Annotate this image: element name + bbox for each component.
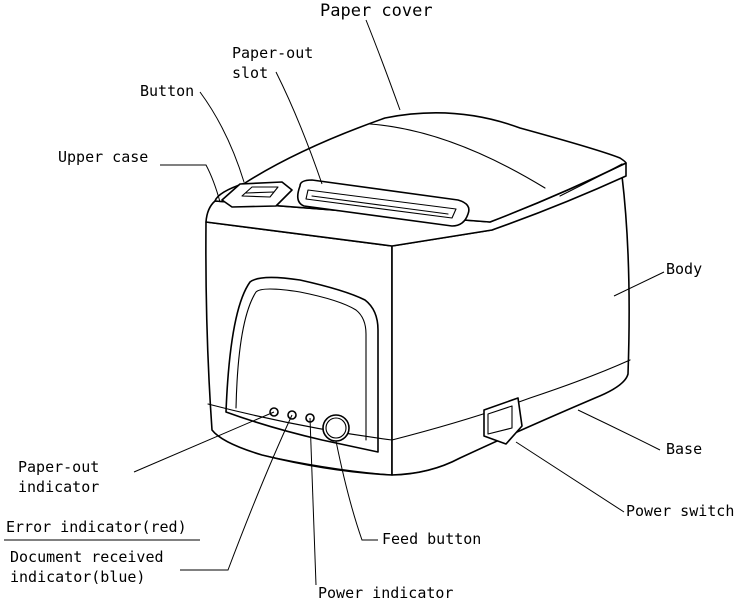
leader-power-switch bbox=[515, 441, 625, 513]
label-paper-cover: Paper cover bbox=[320, 1, 433, 21]
label-paper-out-indicator-line1: Paper-out bbox=[18, 458, 99, 476]
label-base: Base bbox=[666, 440, 702, 458]
paper-out-slot-teeth bbox=[311, 195, 449, 215]
label-power-switch: Power switch bbox=[626, 502, 734, 520]
label-upper-case: Upper case bbox=[58, 148, 148, 166]
cover-seam-line bbox=[369, 123, 546, 189]
leader-paper-out-indicator bbox=[133, 411, 275, 473]
button-cap bbox=[241, 186, 279, 198]
power-switch-rocker bbox=[487, 405, 513, 435]
leader-document-received bbox=[180, 414, 293, 571]
leader-feed-button bbox=[335, 440, 378, 541]
leader-body bbox=[613, 271, 665, 297]
leader-paper-out-slot bbox=[275, 71, 323, 185]
leader-paper-cover bbox=[365, 19, 401, 111]
leader-upper-case bbox=[160, 164, 221, 203]
button-detail bbox=[245, 191, 275, 194]
feed-button-ring bbox=[325, 417, 347, 439]
label-feed-button: Feed button bbox=[382, 530, 481, 548]
leader-lines bbox=[4, 19, 665, 586]
label-document-received-line1: Document received bbox=[10, 548, 164, 566]
printer-drawing bbox=[205, 112, 631, 476]
label-error-indicator: Error indicator(red) bbox=[6, 518, 187, 536]
paper-out-slot-inner bbox=[305, 189, 457, 219]
cover-crease-line bbox=[559, 163, 623, 197]
button-housing bbox=[221, 181, 293, 208]
label-button: Button bbox=[140, 82, 194, 100]
label-body: Body bbox=[666, 260, 702, 278]
label-paper-out-slot-line1: Paper-out bbox=[232, 44, 313, 62]
label-paper-out-indicator-line2: indicator bbox=[18, 478, 99, 496]
labels: Paper cover Paper-out slot Button Upper … bbox=[6, 1, 734, 602]
printer-base-line bbox=[207, 359, 631, 441]
front-window-inner bbox=[235, 288, 367, 441]
leader-base bbox=[577, 409, 661, 451]
leader-button bbox=[199, 91, 245, 183]
label-document-received-line2: indicator(blue) bbox=[10, 568, 145, 586]
feed-button bbox=[322, 414, 350, 442]
printer-base-bottom bbox=[261, 454, 461, 476]
front-window-outer bbox=[225, 276, 379, 453]
label-power-indicator: Power indicator bbox=[318, 584, 453, 602]
leader-power-indicator bbox=[309, 417, 317, 586]
label-paper-out-slot-line2: slot bbox=[232, 64, 268, 82]
